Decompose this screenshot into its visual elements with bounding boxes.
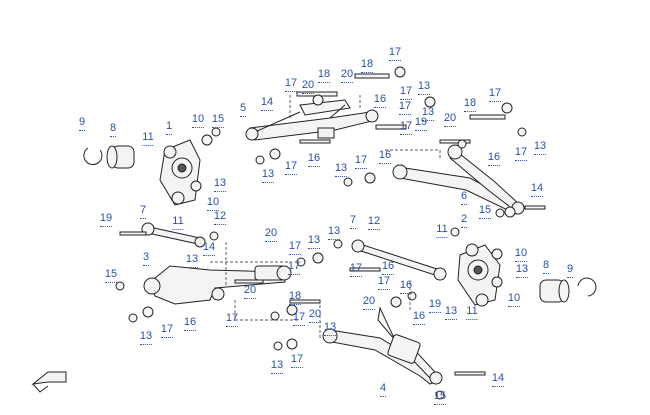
callout-11[interactable]: 11 xyxy=(142,131,155,146)
callout-6[interactable]: 6 xyxy=(460,190,468,205)
lower-arm-left xyxy=(143,265,292,305)
callout-13[interactable]: 13 xyxy=(185,253,199,268)
callout-13[interactable]: 13 xyxy=(307,234,321,249)
callout-13[interactable]: 13 xyxy=(270,359,284,374)
callout-15[interactable]: 15 xyxy=(433,390,447,405)
upper-arm-left xyxy=(245,99,379,141)
callout-15[interactable]: 15 xyxy=(211,113,225,128)
callout-17[interactable]: 17 xyxy=(288,240,302,255)
callout-17[interactable]: 17 xyxy=(514,146,528,161)
callout-16[interactable]: 16 xyxy=(399,279,413,294)
callout-20[interactable]: 20 xyxy=(243,284,257,299)
callout-11[interactable]: 11 xyxy=(466,305,479,320)
callout-19[interactable]: 19 xyxy=(99,212,113,227)
callout-14[interactable]: 14 xyxy=(202,241,216,256)
callout-14[interactable]: 14 xyxy=(260,96,274,111)
callout-20[interactable]: 20 xyxy=(308,308,322,323)
callout-10[interactable]: 10 xyxy=(514,247,528,262)
callout-17[interactable]: 17 xyxy=(388,46,402,61)
callout-17[interactable]: 17 xyxy=(349,262,363,277)
callout-15[interactable]: 15 xyxy=(104,268,118,283)
callout-8[interactable]: 8 xyxy=(109,122,117,137)
callout-13[interactable]: 13 xyxy=(139,330,153,345)
lower-arm-right xyxy=(322,306,443,385)
callout-16[interactable]: 16 xyxy=(378,149,392,164)
callout-9[interactable]: 9 xyxy=(566,263,574,278)
callout-14[interactable]: 14 xyxy=(530,182,544,197)
callout-20[interactable]: 20 xyxy=(362,295,376,310)
callout-13[interactable]: 13 xyxy=(444,305,458,320)
callout-7[interactable]: 7 xyxy=(349,214,357,229)
callout-17[interactable]: 17 xyxy=(292,311,306,326)
callout-13[interactable]: 13 xyxy=(417,80,431,95)
callout-16[interactable]: 16 xyxy=(381,260,395,275)
knuckle-left xyxy=(159,139,201,206)
callout-17[interactable]: 17 xyxy=(225,312,239,327)
callout-17[interactable]: 17 xyxy=(354,154,368,169)
callout-18[interactable]: 18 xyxy=(360,58,374,73)
callout-13[interactable]: 13 xyxy=(323,321,337,336)
toe-link-left xyxy=(141,222,206,248)
callout-16[interactable]: 16 xyxy=(412,310,426,325)
alignment-lines xyxy=(210,95,441,340)
hub-left xyxy=(83,145,135,169)
callout-20[interactable]: 20 xyxy=(264,227,278,242)
knuckle-right xyxy=(457,243,501,307)
callout-17[interactable]: 17 xyxy=(290,353,304,368)
callout-17[interactable]: 17 xyxy=(284,160,298,175)
callout-4[interactable]: 4 xyxy=(379,382,387,397)
callout-10[interactable]: 10 xyxy=(206,196,220,211)
callout-3[interactable]: 3 xyxy=(142,251,150,266)
callout-15[interactable]: 15 xyxy=(478,204,492,219)
callout-18[interactable]: 18 xyxy=(463,97,477,112)
callout-19[interactable]: 19 xyxy=(414,116,428,131)
direction-arrow-icon xyxy=(31,371,67,393)
callout-10[interactable]: 10 xyxy=(507,292,521,307)
callout-13[interactable]: 13 xyxy=(261,168,275,183)
callout-7[interactable]: 7 xyxy=(139,204,147,219)
callout-13[interactable]: 13 xyxy=(533,140,547,155)
callout-19[interactable]: 19 xyxy=(428,298,442,313)
callout-17[interactable]: 17 xyxy=(160,323,174,338)
callout-10[interactable]: 10 xyxy=(191,113,205,128)
callout-16[interactable]: 16 xyxy=(373,93,387,108)
callout-13[interactable]: 13 xyxy=(421,106,435,121)
callout-11[interactable]: 11 xyxy=(172,215,185,230)
callout-13[interactable]: 13 xyxy=(334,162,348,177)
callout-14[interactable]: 14 xyxy=(491,372,505,387)
fasteners xyxy=(115,66,546,400)
callout-17[interactable]: 17 xyxy=(377,275,391,290)
callout-11[interactable]: 11 xyxy=(436,223,449,238)
callout-2[interactable]: 2 xyxy=(460,213,468,228)
callout-17[interactable]: 17 xyxy=(398,100,412,115)
callout-12[interactable]: 12 xyxy=(367,215,381,230)
callout-8[interactable]: 8 xyxy=(542,259,550,274)
callout-20[interactable]: 20 xyxy=(301,79,315,94)
upper-arm-right xyxy=(392,144,525,218)
callout-5[interactable]: 5 xyxy=(239,102,247,117)
callout-18[interactable]: 18 xyxy=(288,290,302,305)
callout-17[interactable]: 17 xyxy=(399,85,413,100)
toe-link-right xyxy=(351,239,447,281)
callout-13[interactable]: 13 xyxy=(327,225,341,240)
callout-20[interactable]: 20 xyxy=(340,68,354,83)
callout-16[interactable]: 16 xyxy=(487,151,501,166)
callout-12[interactable]: 12 xyxy=(213,210,227,225)
hub-right xyxy=(539,277,597,303)
callout-13[interactable]: 13 xyxy=(213,177,227,192)
callout-13[interactable]: 13 xyxy=(515,263,529,278)
callout-9[interactable]: 9 xyxy=(78,116,86,131)
callout-16[interactable]: 16 xyxy=(307,152,321,167)
callout-17[interactable]: 17 xyxy=(488,87,502,102)
callout-20[interactable]: 20 xyxy=(443,112,457,127)
callout-18[interactable]: 18 xyxy=(317,68,331,83)
callout-17[interactable]: 17 xyxy=(287,260,301,275)
callout-16[interactable]: 16 xyxy=(183,316,197,331)
callout-17[interactable]: 17 xyxy=(399,120,413,135)
callout-17[interactable]: 17 xyxy=(284,77,298,92)
callout-1[interactable]: 1 xyxy=(165,120,173,135)
